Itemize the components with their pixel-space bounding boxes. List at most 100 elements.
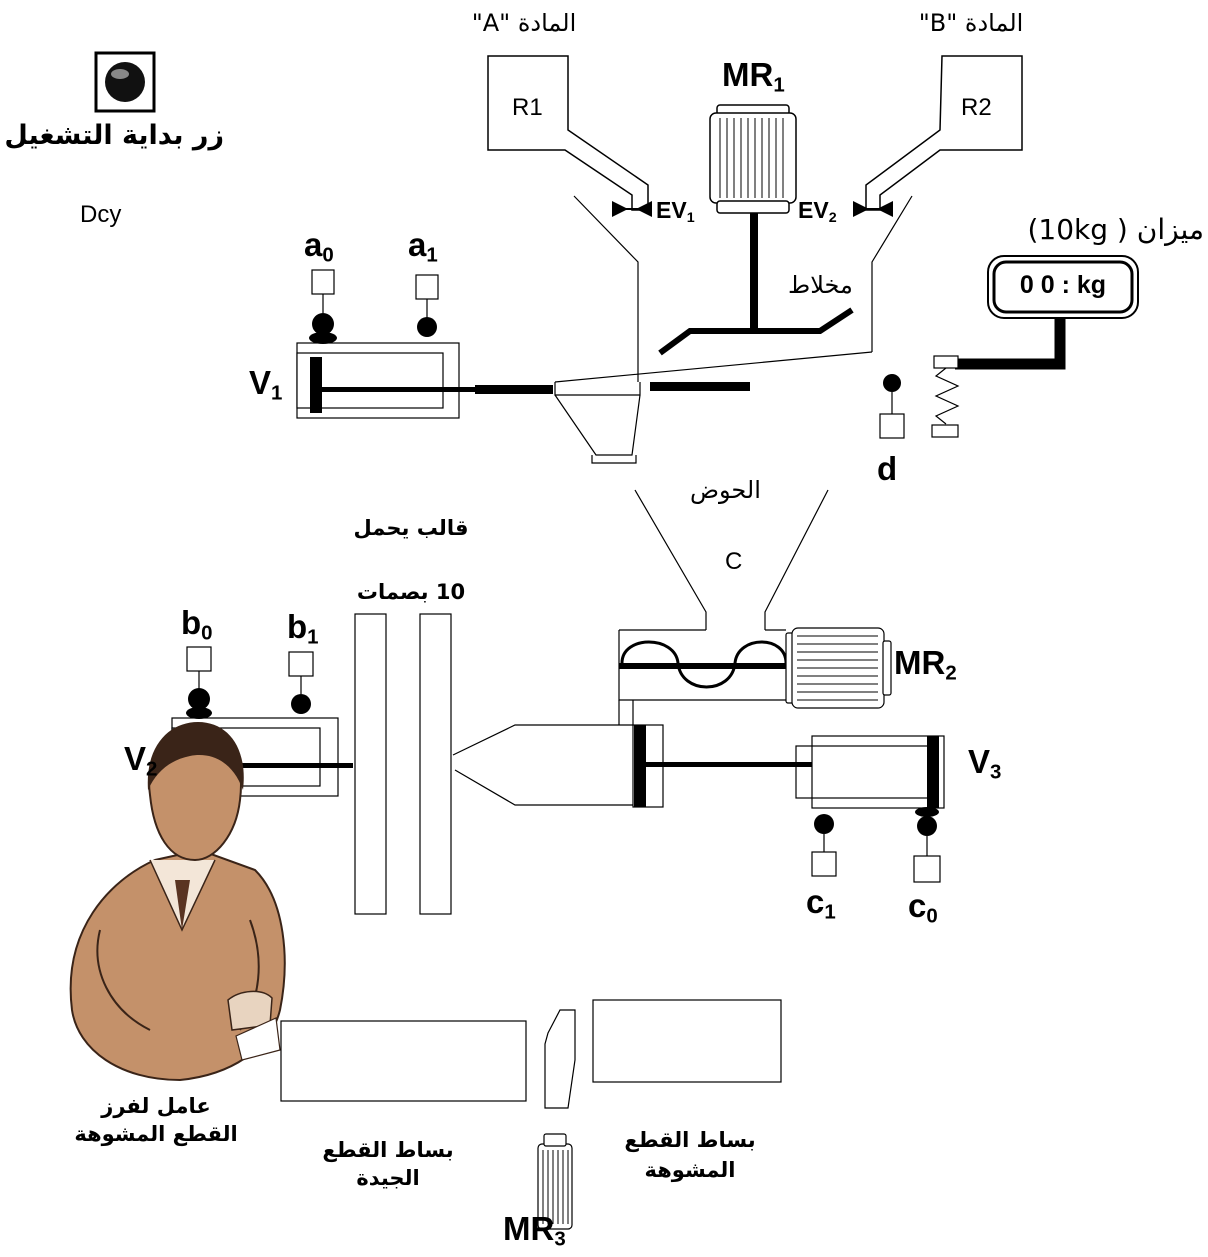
tilting-plate <box>554 351 873 464</box>
cylinder-v1-text: V <box>249 364 272 401</box>
screw-shaft <box>619 663 786 669</box>
sensor-c1-label: c1 <box>806 885 836 923</box>
motor-mr1 <box>709 104 797 214</box>
sensor-c0-label: c0 <box>908 889 938 927</box>
mixing-hopper <box>573 195 913 382</box>
sensor-d-label: d <box>877 450 898 487</box>
valve-ev1-sub: 1 <box>686 209 695 226</box>
scale-display-inner <box>992 260 1134 314</box>
sensor-a0-text: a <box>304 226 323 263</box>
start-button-knob[interactable] <box>105 62 145 102</box>
sensor-b1-label: b1 <box>287 610 319 648</box>
start-button-highlight <box>111 69 129 79</box>
cylinder-v3-label: V3 <box>968 745 1001 783</box>
motor-mr2-sub: 2 <box>945 661 957 685</box>
sensor-b0-label: b0 <box>181 606 213 644</box>
motor-mr2-text: MR <box>894 644 946 681</box>
cylinder-v2-label: V2 <box>124 742 157 780</box>
valve-ev2-text: EV <box>798 197 829 223</box>
sensor-a1-body <box>415 274 439 300</box>
basin-label: الحوض <box>690 476 761 504</box>
valve-ev1-label: EV1 <box>656 197 695 226</box>
sensor-a0-sub: 0 <box>322 243 334 267</box>
mixer-shaft <box>750 213 758 331</box>
reservoir-r2 <box>865 55 1023 211</box>
sensor-a0-label: a0 <box>304 228 334 266</box>
motor-mr1-label: MR1 <box>722 58 785 96</box>
motor-mr3-label: MR3 <box>503 1212 566 1250</box>
good-conveyor-label-line2: الجيدة <box>356 1166 420 1190</box>
sensor-a0-body <box>311 269 335 295</box>
motor-mr2-label: MR2 <box>894 646 957 684</box>
mixer-label: مخلاط <box>788 271 853 299</box>
mold-label-line2: 10 بصمات <box>356 580 466 604</box>
reservoir-r1 <box>487 55 649 211</box>
sensor-c1-roller <box>814 814 834 834</box>
sensor-b1-roller <box>291 694 311 714</box>
material-b-label: المادة "B" <box>918 9 1024 37</box>
cylinder-v3-sub: 3 <box>990 760 1002 784</box>
motor-mr3 <box>537 1133 573 1230</box>
scale-display-value: 0 0 : kg <box>1019 271 1107 299</box>
sensor-c0-sub: 0 <box>926 904 938 928</box>
valve-ev2-label: EV2 <box>798 197 837 226</box>
valve-ev2-sub: 2 <box>828 209 837 226</box>
worker-label-line1: عامل لفرز <box>101 1094 211 1118</box>
mold-plate-fixed <box>354 613 387 915</box>
screw-thread <box>620 640 788 689</box>
sorting-flap <box>544 1009 576 1109</box>
scale-pad <box>933 355 959 369</box>
sensor-b0-roller <box>188 688 210 710</box>
sensor-c1-body <box>811 851 837 877</box>
worker-label-line2: القطع المشوهة <box>74 1122 238 1146</box>
cylinder-v1-label: V1 <box>249 366 282 404</box>
valve-ev1-text: EV <box>656 197 687 223</box>
cylinder-v1-sub: 1 <box>271 381 283 405</box>
motor-mr1-sub: 1 <box>773 73 785 97</box>
mold-label-line1: قالب يحمل <box>353 516 469 540</box>
sensor-b0-text: b <box>181 604 202 641</box>
good-parts-conveyor <box>280 1020 527 1102</box>
reservoir-r2-label: R2 <box>961 94 992 121</box>
cylinder-v3-text: V <box>968 743 991 780</box>
cylinder-v1 <box>296 342 750 419</box>
dcy-label: Dcy <box>80 201 122 228</box>
mold-plate-moving <box>419 613 452 915</box>
sensor-b1-text: b <box>287 608 308 645</box>
scale-arm <box>955 318 1066 370</box>
motor-mr3-sub: 3 <box>554 1227 566 1251</box>
scale-label: ميزان ( 10kg) <box>1027 213 1204 246</box>
sensor-c1-sub: 1 <box>824 900 836 924</box>
sensor-a0-roller <box>312 313 334 335</box>
scale-spring <box>934 367 960 425</box>
motor-mr3-text: MR <box>503 1210 555 1247</box>
motor-mr1-text: MR <box>722 56 774 93</box>
basin <box>634 489 829 630</box>
injection-nozzle <box>452 700 634 806</box>
mixer-paddle <box>658 307 854 356</box>
sensor-b1-body <box>288 651 314 677</box>
good-conveyor-label-line1: بساط القطع <box>322 1138 454 1162</box>
cylinder-v3 <box>632 724 945 809</box>
start-button-label: زر بداية التشغيل <box>4 120 224 151</box>
sensor-a1-roller <box>417 317 437 337</box>
sensor-b0-contact <box>186 707 212 719</box>
reservoir-r1-label: R1 <box>512 94 543 121</box>
sensor-c1-text: c <box>806 883 825 920</box>
motor-mr2 <box>785 627 892 709</box>
defect-conveyor-label-line2: المشوهة <box>644 1158 736 1182</box>
sensor-b0-body <box>186 646 212 672</box>
sensor-c0-roller <box>917 816 937 836</box>
sensor-a1-sub: 1 <box>426 243 438 267</box>
sensor-a1-label: a1 <box>408 228 438 266</box>
sensor-d-roller <box>883 374 901 392</box>
worker-illustration <box>69 722 286 1082</box>
cylinder-v2-text: V <box>124 740 147 777</box>
basin-c-label: C <box>725 548 743 575</box>
cylinder-v2-sub: 2 <box>146 757 158 781</box>
material-a-label: المادة "A" <box>471 9 577 37</box>
sensor-b1-sub: 1 <box>307 625 319 649</box>
defect-conveyor-label-line1: بساط القطع <box>624 1128 756 1152</box>
sensor-c0-body <box>913 855 941 883</box>
